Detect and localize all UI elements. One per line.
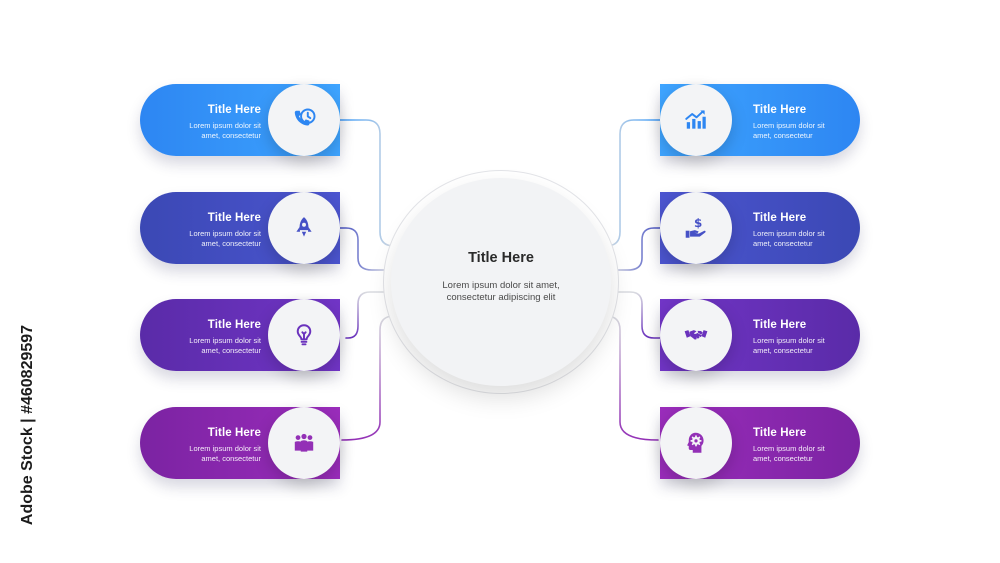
item-description: Lorem ipsum dolor sit amet, consectetur	[189, 444, 261, 463]
connector-right-3	[607, 291, 661, 339]
center-title: Title Here	[468, 250, 534, 266]
connector-left-3	[345, 291, 393, 339]
item-title: Title Here	[207, 104, 261, 116]
money-hand-icon: $	[660, 192, 732, 264]
head-gear-icon	[660, 407, 732, 479]
stock-id-label: Adobe Stock | #460829597	[8, 300, 48, 550]
stock-id-text: Adobe Stock | #460829597	[19, 324, 36, 526]
item-description: Lorem ipsum dolor sit amet, consectetur	[189, 229, 261, 248]
item-description: Lorem ipsum dolor sit amet, consectetur	[753, 444, 825, 463]
item-description: Lorem ipsum dolor sit amet, consectetur	[189, 336, 261, 355]
lightbulb-icon	[268, 299, 340, 371]
svg-text:$: $	[694, 216, 702, 230]
connector-left-4	[341, 315, 395, 441]
item-description: Lorem ipsum dolor sit amet, consectetur	[753, 121, 825, 140]
item-title: Title Here	[753, 427, 807, 439]
item-title: Title Here	[207, 319, 261, 331]
team-icon	[268, 407, 340, 479]
connector-left-2	[339, 227, 393, 271]
handshake-icon	[660, 299, 732, 371]
item-title: Title Here	[753, 104, 807, 116]
item-title: Title Here	[753, 319, 807, 331]
item-title: Title Here	[207, 212, 261, 224]
rocket-icon	[268, 192, 340, 264]
growth-chart-icon	[660, 84, 732, 156]
connector-left-1	[339, 119, 395, 247]
connector-right-1	[605, 119, 661, 247]
phone-clock-icon	[268, 84, 340, 156]
connector-right-4	[605, 315, 659, 441]
connector-right-2	[607, 227, 661, 271]
item-description: Lorem ipsum dolor sit amet, consectetur	[753, 229, 825, 248]
item-description: Lorem ipsum dolor sit amet, consectetur	[753, 336, 825, 355]
item-title: Title Here	[207, 427, 261, 439]
item-description: Lorem ipsum dolor sit amet, consectetur	[189, 121, 261, 140]
center-circle	[391, 178, 611, 386]
center-body: Lorem ipsum dolor sit amet, consectetur …	[442, 280, 560, 303]
item-title: Title Here	[753, 212, 807, 224]
